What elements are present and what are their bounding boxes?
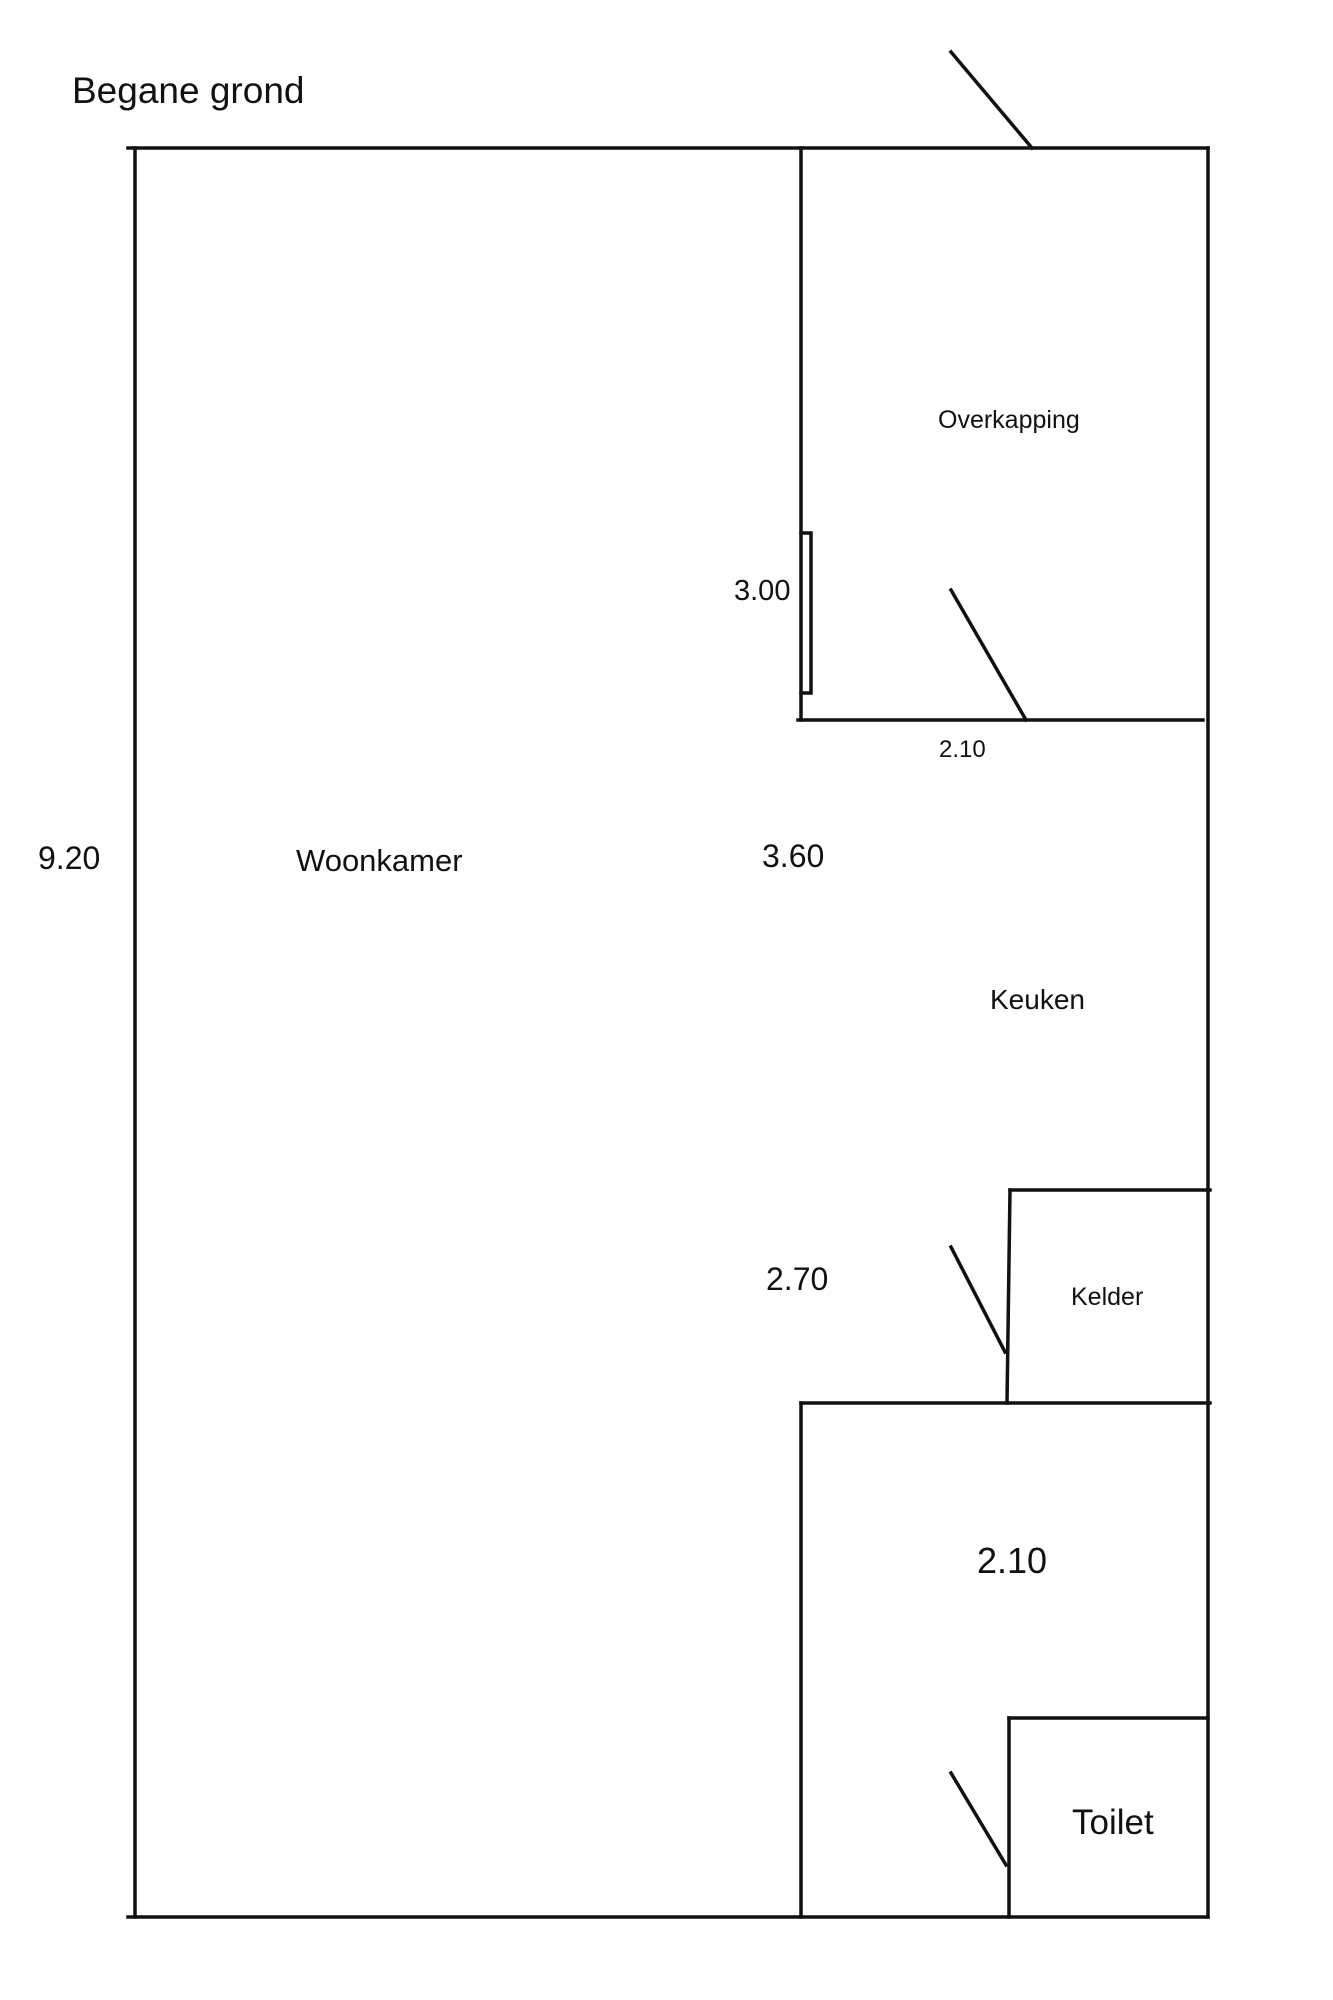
door-toilet [948,1770,1009,1868]
dimension-overkapping-depth: 3.00 [734,575,791,607]
room-label-woonkamer: Woonkamer [296,843,463,878]
dimension-overkapping-width: 2.10 [939,736,986,763]
page-title: Begane grond [72,70,305,111]
room-label-keuken: Keuken [990,984,1085,1015]
dimension-hall-length: 2.70 [766,1261,829,1297]
dimension-hall-width: 2.10 [977,1540,1048,1581]
door-overkapping [948,587,1029,723]
door-front [948,49,1035,151]
dimension-total-length: 9.20 [38,840,101,876]
room-label-kelder: Kelder [1071,1283,1144,1311]
wall-kelder-left [1005,1188,1012,1405]
room-label-overkapping: Overkapping [938,406,1080,434]
dimension-keuken-length: 3.60 [762,838,825,874]
window-marker [799,531,813,695]
room-label-toilet: Toilet [1072,1803,1154,1842]
door-kelder [948,1244,1008,1355]
